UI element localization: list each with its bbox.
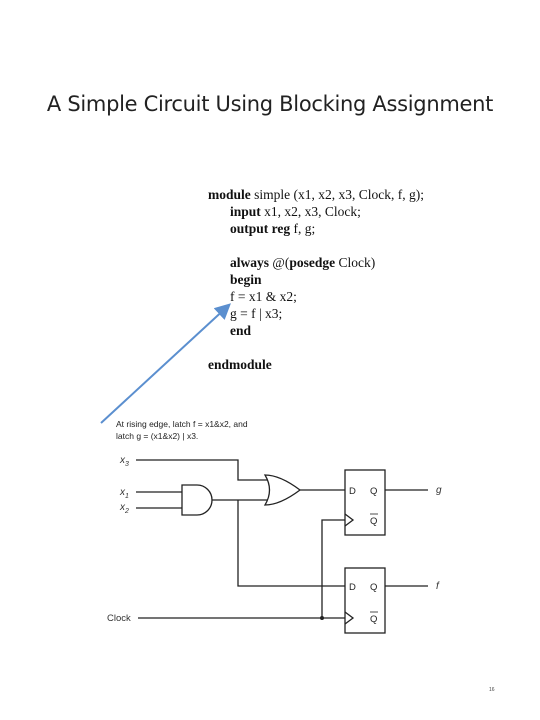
keyword-endmodule: endmodule bbox=[208, 357, 272, 372]
code-line-always: always @(posedge Clock) bbox=[208, 254, 424, 271]
annotation-line-2: latch g = (x1&x2) | x3. bbox=[116, 431, 199, 441]
clock-triangle-f bbox=[344, 611, 355, 625]
keyword-output-reg: output reg bbox=[230, 221, 291, 236]
label-f-output: f bbox=[436, 581, 440, 592]
or-gate bbox=[263, 474, 302, 506]
label-x1: x1 bbox=[119, 487, 129, 500]
label-x3: x3 bbox=[119, 455, 129, 468]
clock-junction bbox=[320, 616, 324, 620]
code-line-input: input x1, x2, x3, Clock; bbox=[208, 203, 424, 220]
code-line-module: module simple (x1, x2, x3, Clock, f, g); bbox=[208, 186, 424, 203]
clock-triangle-g bbox=[344, 513, 355, 527]
code-line-end: end bbox=[208, 322, 424, 339]
and-gate bbox=[181, 484, 213, 516]
ff-f-q-label: Q bbox=[370, 582, 377, 593]
annotation-arrow bbox=[100, 303, 231, 424]
keyword-posedge: posedge bbox=[289, 255, 336, 270]
wire-x3 bbox=[136, 459, 268, 481]
slide-title: A Simple Circuit Using Blocking Assignme… bbox=[46, 92, 494, 116]
code-line-endmodule: endmodule bbox=[208, 356, 424, 373]
ff-g-q-label: Q bbox=[370, 486, 377, 497]
label-g-output: g bbox=[436, 485, 442, 496]
keyword-input: input bbox=[230, 204, 261, 219]
always-clock: Clock) bbox=[335, 255, 376, 270]
keyword-module: module bbox=[208, 187, 251, 202]
verilog-code-block: module simple (x1, x2, x3, Clock, f, g);… bbox=[208, 186, 424, 373]
code-line-f-assign: f = x1 & x2; bbox=[230, 289, 297, 304]
wire-and-branch bbox=[237, 500, 345, 587]
ff-f-d-label: D bbox=[349, 582, 356, 593]
annotation-line-1: At rising edge, latch f = x1&x2, and bbox=[116, 419, 248, 429]
page-number: 16 bbox=[489, 687, 495, 693]
ff-g-qbar-label: Q bbox=[370, 516, 377, 527]
annotation-note: At rising edge, latch f = x1&x2, and lat… bbox=[116, 418, 276, 442]
always-at: @( bbox=[269, 255, 290, 270]
ff-g-d-label: D bbox=[349, 486, 356, 497]
keyword-end: end bbox=[230, 323, 252, 338]
input-list: x1, x2, x3, Clock; bbox=[260, 204, 361, 219]
label-x2: x2 bbox=[119, 502, 129, 515]
wire-clock-branch bbox=[321, 519, 345, 618]
flip-flop-f bbox=[344, 567, 386, 634]
code-line-g-assign: g = f | x3; bbox=[230, 306, 283, 321]
ff-f-qbar-label: Q bbox=[370, 614, 377, 625]
code-line-output: output reg f, g; bbox=[208, 220, 424, 237]
code-line-begin: begin bbox=[208, 271, 424, 288]
keyword-always: always bbox=[230, 255, 270, 270]
keyword-begin: begin bbox=[230, 272, 262, 287]
module-signature: simple (x1, x2, x3, Clock, f, g); bbox=[250, 187, 424, 202]
flip-flop-g bbox=[344, 469, 386, 536]
output-list: f, g; bbox=[290, 221, 316, 236]
label-clock: Clock bbox=[107, 613, 131, 624]
